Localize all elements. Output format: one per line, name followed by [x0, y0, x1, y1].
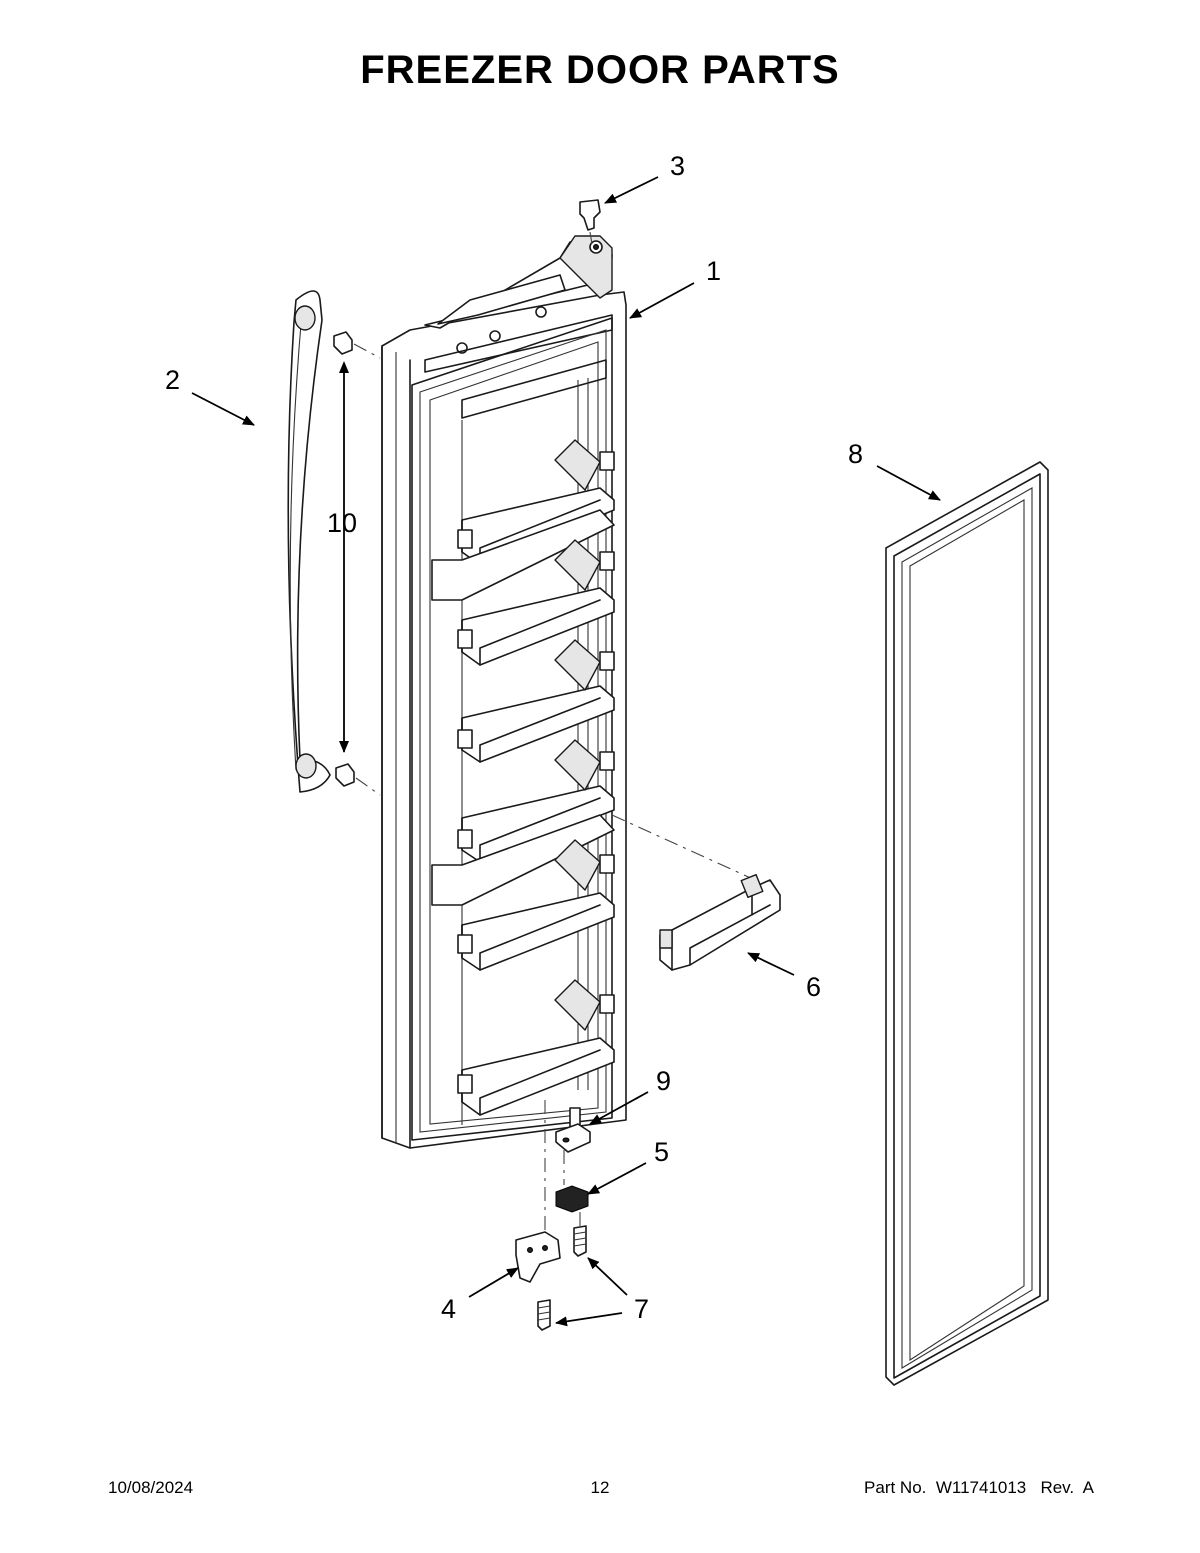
- footer-page-number: 12: [590, 1478, 610, 1497]
- door-bin: [457, 739, 615, 863]
- door-bin: [431, 814, 615, 971]
- hinge-screw: [573, 1212, 587, 1257]
- callout-9: 9: [656, 1066, 671, 1096]
- callout-5: 5: [654, 1137, 669, 1167]
- hinge-pin: [555, 1107, 591, 1153]
- handle-stud: [333, 331, 381, 359]
- door-handle: [287, 290, 331, 793]
- callout-4: 4: [441, 1294, 456, 1324]
- bottom-hinge: [515, 1231, 561, 1283]
- page-title: FREEZER DOOR PARTS: [360, 48, 840, 92]
- callout-6: 6: [806, 972, 821, 1002]
- rev-value: A: [1082, 1478, 1094, 1497]
- door-bin: [431, 509, 615, 666]
- door-bin: [457, 639, 615, 763]
- callout-2: 2: [165, 365, 180, 395]
- handle-stud: [335, 763, 381, 796]
- footer-date: 10/08/2024: [108, 1478, 194, 1497]
- leader-arrows: [191, 176, 941, 1327]
- door-bin: [457, 979, 615, 1116]
- part-no-label: Part No.: [864, 1478, 927, 1497]
- rev-label: Rev.: [1040, 1478, 1075, 1497]
- door-bins: [431, 439, 615, 1116]
- callout-3: 3: [670, 151, 685, 181]
- bottom-hinge-assembly: [515, 1100, 591, 1331]
- callout-8: 8: [848, 439, 863, 469]
- top-hinge-bushing: [579, 199, 601, 245]
- callout-10: 10: [327, 508, 357, 538]
- handle-studs: [333, 331, 381, 796]
- door-gasket: [885, 461, 1049, 1386]
- hinge-shim: [555, 1185, 589, 1213]
- hinge-screw: [537, 1299, 551, 1331]
- part-no-value: W11741013: [935, 1478, 1027, 1497]
- callout-7: 7: [634, 1294, 649, 1324]
- door-shelf: [611, 814, 781, 971]
- footer-part-number: Part No. W11741013 Rev. A: [864, 1478, 1094, 1498]
- callout-1: 1: [706, 256, 721, 286]
